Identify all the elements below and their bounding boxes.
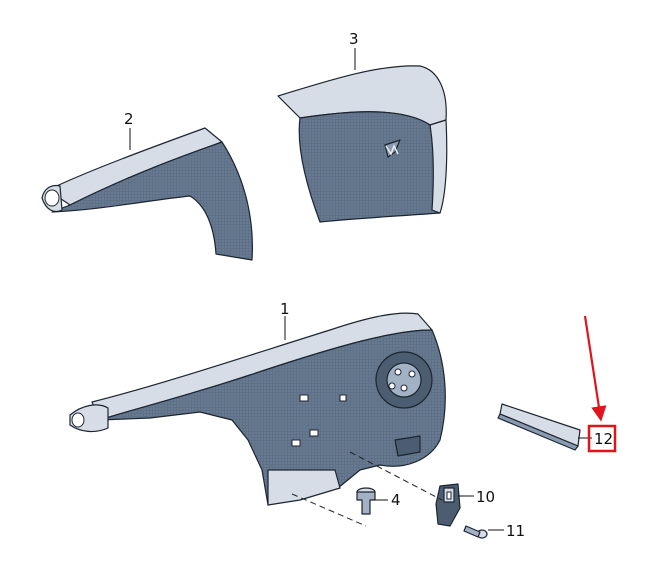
- callout-10: 10: [476, 488, 495, 506]
- assembly-line-switch: [349, 451, 443, 501]
- callout-4: 4: [391, 491, 401, 509]
- highlight-box: [587, 424, 617, 453]
- assembly-line-bolt: [291, 493, 367, 527]
- callout-11: 11: [506, 522, 525, 540]
- part-1-handbrake-bracket: [69, 312, 446, 506]
- callout-2: 2: [124, 110, 134, 128]
- part-12-strip: [497, 403, 581, 451]
- callout-3: 3: [349, 30, 359, 48]
- callout-12: 12: [594, 430, 613, 448]
- part-4-bolt: [356, 487, 376, 515]
- highlight-arrow: [583, 315, 607, 422]
- part-3-rear-cover: [277, 65, 448, 223]
- callout-1: 1: [280, 300, 290, 318]
- logo-icon: [385, 144, 399, 156]
- part-11-screw: [463, 525, 488, 539]
- part-2-lever-cover: [41, 127, 253, 261]
- part-10-switch: [435, 483, 461, 527]
